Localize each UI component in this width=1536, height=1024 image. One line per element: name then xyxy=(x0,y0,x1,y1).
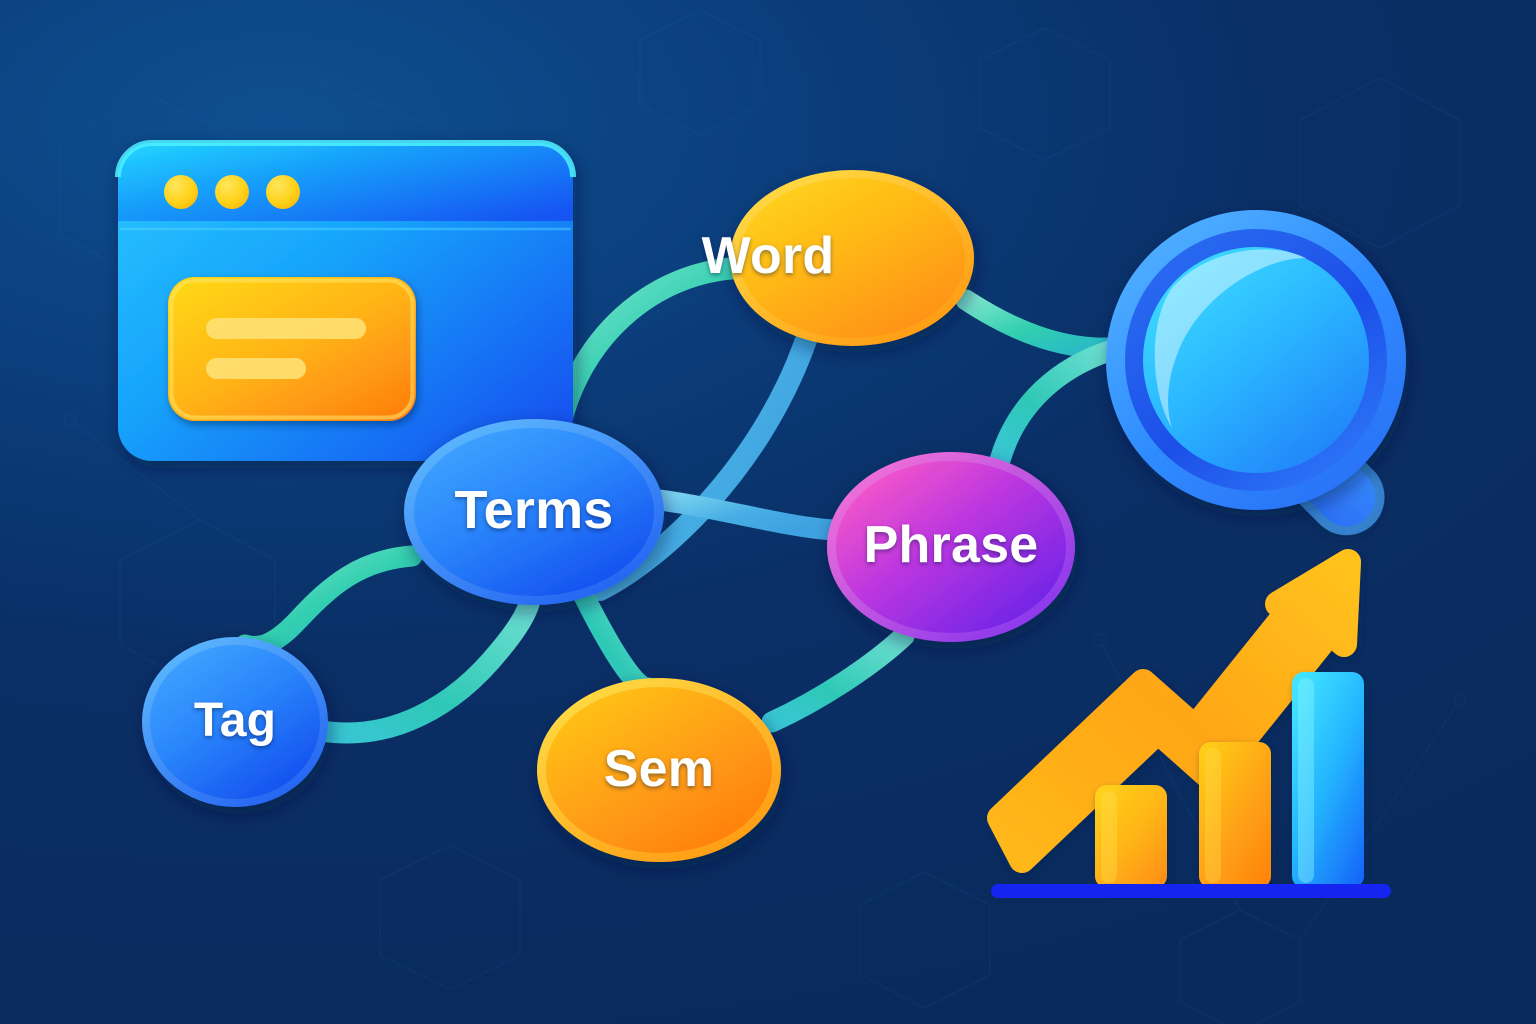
node-phrase[interactable] xyxy=(827,452,1075,642)
trend-arrow[interactable] xyxy=(987,549,1361,873)
magnifier-lens-glare xyxy=(1154,249,1306,428)
dot-yellow-2[interactable] xyxy=(215,175,249,209)
edge-word-lens xyxy=(955,289,1123,359)
node-tag[interactable] xyxy=(142,637,328,807)
content-card[interactable] xyxy=(168,277,416,421)
browser-top-highlight xyxy=(115,140,576,178)
node-terms-fill xyxy=(414,428,654,596)
bar-3[interactable] xyxy=(1292,672,1364,888)
edge-terms-word-teal xyxy=(549,256,771,436)
bar-2-highlight xyxy=(1205,748,1221,883)
node-word[interactable] xyxy=(730,170,974,346)
node-word-fill xyxy=(739,178,965,338)
bar-1[interactable] xyxy=(1095,785,1167,888)
content-card-rim xyxy=(169,278,415,420)
edge-terms-tag-upper xyxy=(234,545,423,658)
magnifier-lens xyxy=(1143,247,1369,473)
dot-yellow-1[interactable] xyxy=(164,175,198,209)
bar-3-highlight xyxy=(1298,678,1314,883)
bar-1-highlight xyxy=(1101,791,1117,883)
node-tag-fill xyxy=(150,645,320,799)
dot-yellow-3[interactable] xyxy=(266,175,300,209)
node-phrase-fill xyxy=(836,461,1066,633)
node-sem[interactable] xyxy=(537,678,781,862)
edge-sem-phrase xyxy=(761,625,915,733)
node-terms[interactable] xyxy=(404,419,664,605)
bar-2[interactable] xyxy=(1199,742,1271,888)
content-line-short xyxy=(206,358,306,379)
content-line-long xyxy=(206,318,366,339)
edge-tag-terms-lower xyxy=(311,589,541,744)
edge-terms-phrase xyxy=(649,489,846,541)
edge-terms-sem xyxy=(573,585,659,699)
growth-chart xyxy=(987,549,1391,898)
edge-phrase-lens xyxy=(989,339,1123,471)
browser-mockup[interactable] xyxy=(115,140,576,461)
chart-baseline xyxy=(991,884,1391,898)
node-sem-fill xyxy=(546,687,772,853)
magnifying-glass[interactable] xyxy=(1106,210,1406,551)
